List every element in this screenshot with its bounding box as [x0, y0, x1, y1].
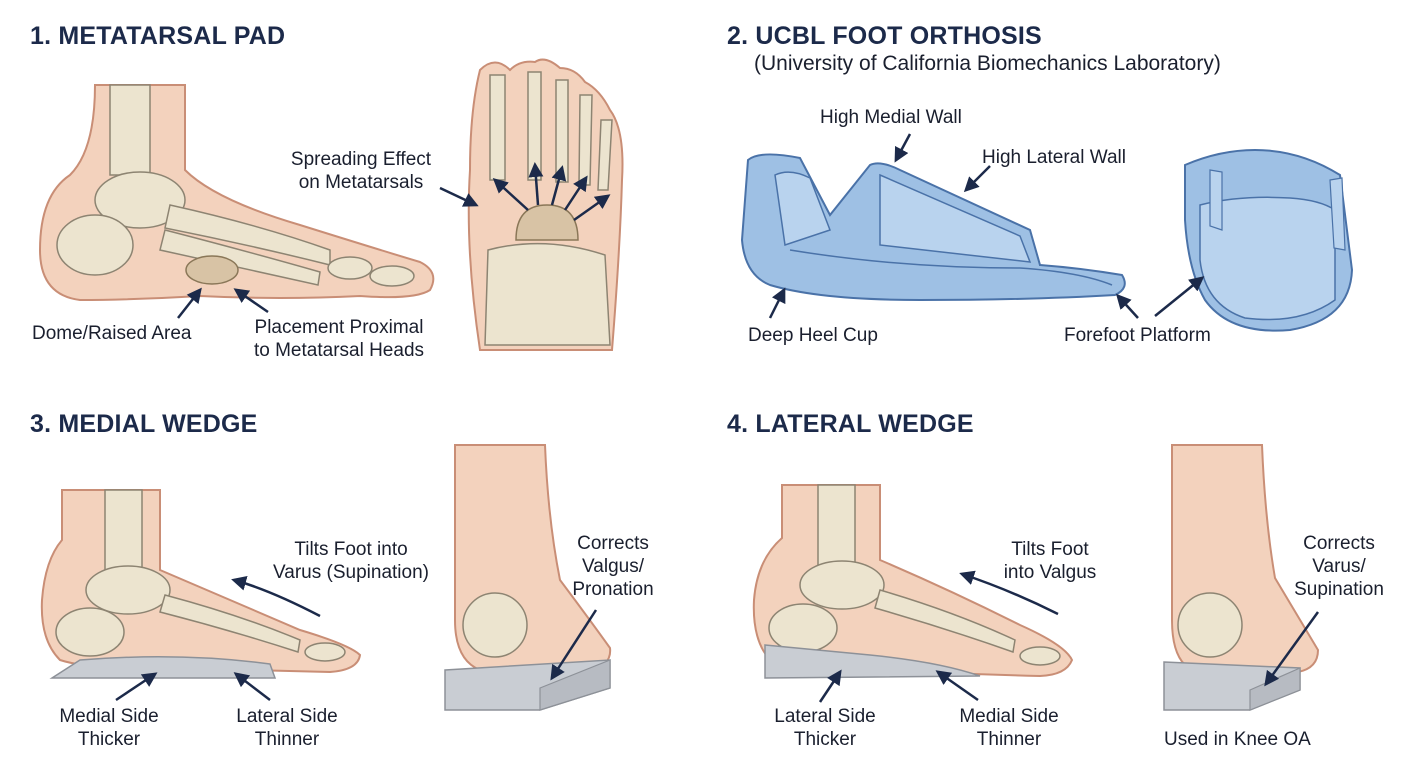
panel2-heading: 2. UCBL FOOT ORTHOSIS [727, 22, 1042, 50]
label-lateral-thicker-line1: Lateral Side [774, 706, 876, 727]
label-corrects-valgus-line1: Corrects [577, 533, 649, 554]
ucbl-side-view [740, 153, 1126, 302]
panel1-heading: 1. METATARSAL PAD [30, 22, 286, 50]
label-medial-thicker-line1: Medial Side [59, 706, 159, 727]
label-medial-thinner-line2: Thinner [976, 729, 1042, 750]
label-tilts-valgus-line2: into Valgus [1003, 562, 1097, 583]
panel2-subtitle: (University of California Biomechanics L… [754, 52, 1221, 75]
label-corrects-varus-line2: Varus/ [1312, 556, 1366, 577]
label-corrects-valgus: Corrects Valgus/ Pronation [558, 532, 668, 601]
label-lateral-side-thicker: Lateral Side Thicker [760, 705, 890, 751]
label-medial-thicker-line2: Thicker [77, 729, 141, 750]
arrow-medial-thicker [115, 672, 158, 702]
label-tilts-varus-line2: Varus (Supination) [273, 562, 429, 583]
arrow-placement [233, 288, 269, 314]
label-used-knee-oa: Used in Knee OA [1164, 729, 1311, 750]
label-tilts-varus: Tilts Foot into Varus (Supination) [258, 538, 444, 584]
label-medial-side-thinner: Medial Side Thinner [944, 705, 1074, 751]
arrow-tilts-varus [231, 575, 321, 618]
label-tilts-varus-line1: Tilts Foot into [294, 539, 408, 560]
lateral-wedge-side [764, 644, 981, 679]
medial-wedge-side [49, 656, 277, 679]
label-forefoot-platform: Forefoot Platform [1064, 325, 1211, 346]
panel4-heading: 4. LATERAL WEDGE [727, 410, 974, 438]
arrow-lateral-thicker [818, 669, 842, 703]
arrow-forefoot [1115, 293, 1139, 319]
label-corrects-varus: Corrects Varus/ Supination [1278, 532, 1400, 601]
arrow-forefoot-rear [1154, 276, 1205, 317]
panel1-top-foot [467, 58, 624, 351]
arrow-lateral-wall [963, 165, 991, 193]
label-lateral-thinner-line2: Thinner [254, 729, 320, 750]
label-placement-line2: to Metatarsal Heads [253, 340, 425, 361]
medial-wedge-side-foot [40, 489, 362, 679]
arrow-dome [177, 287, 202, 319]
label-high-lateral-wall: High Lateral Wall [982, 147, 1126, 168]
label-corrects-valgus-line3: Pronation [572, 579, 654, 600]
label-placement: Placement Proximal to Metatarsal Heads [236, 316, 442, 362]
arrow-medial-wall [894, 133, 912, 163]
label-lateral-thinner-line1: Lateral Side [236, 706, 338, 727]
label-spreading-line1: Spreading Effect [290, 149, 432, 170]
label-deep-heel-cup: Deep Heel Cup [748, 325, 878, 346]
label-spreading-effect: Spreading Effect on Metatarsals [272, 148, 450, 194]
label-medial-thinner-line1: Medial Side [959, 706, 1059, 727]
arrow-corrects-valgus [550, 609, 598, 681]
panel3-heading: 3. MEDIAL WEDGE [30, 410, 258, 438]
label-medial-side-thicker: Medial Side Thicker [44, 705, 174, 751]
arrow-corrects-varus [1264, 611, 1320, 687]
label-spreading-line2: on Metatarsals [298, 172, 424, 193]
arrow-lateral-thinner [233, 672, 271, 701]
label-dome: Dome/Raised Area [32, 323, 192, 344]
label-lateral-side-thinner: Lateral Side Thinner [222, 705, 352, 751]
arrow-heel-cup [768, 287, 786, 319]
metatarsal-pad-top [515, 204, 579, 241]
metatarsal-pad-side [185, 255, 239, 285]
lateral-wedge-side-foot [752, 484, 1074, 679]
label-tilts-valgus-line1: Tilts Foot [1011, 539, 1089, 560]
label-tilts-valgus: Tilts Foot into Valgus [982, 538, 1118, 584]
lateral-wedge-rear-foot [1163, 444, 1320, 711]
label-lateral-thicker-line2: Thicker [793, 729, 857, 750]
arrow-spreading [439, 186, 479, 207]
arrow-medial-thinner [935, 670, 979, 702]
label-corrects-valgus-line2: Valgus/ [582, 556, 644, 577]
arrow-tilts-valgus [959, 570, 1059, 616]
label-high-medial-wall: High Medial Wall [820, 107, 962, 128]
label-corrects-varus-line1: Corrects [1303, 533, 1375, 554]
panel1-side-foot [38, 84, 435, 302]
label-corrects-varus-line3: Supination [1294, 579, 1384, 600]
medial-wedge-rear-foot [444, 444, 612, 711]
ucbl-rear-view [1184, 148, 1354, 332]
label-placement-line1: Placement Proximal [254, 317, 424, 338]
